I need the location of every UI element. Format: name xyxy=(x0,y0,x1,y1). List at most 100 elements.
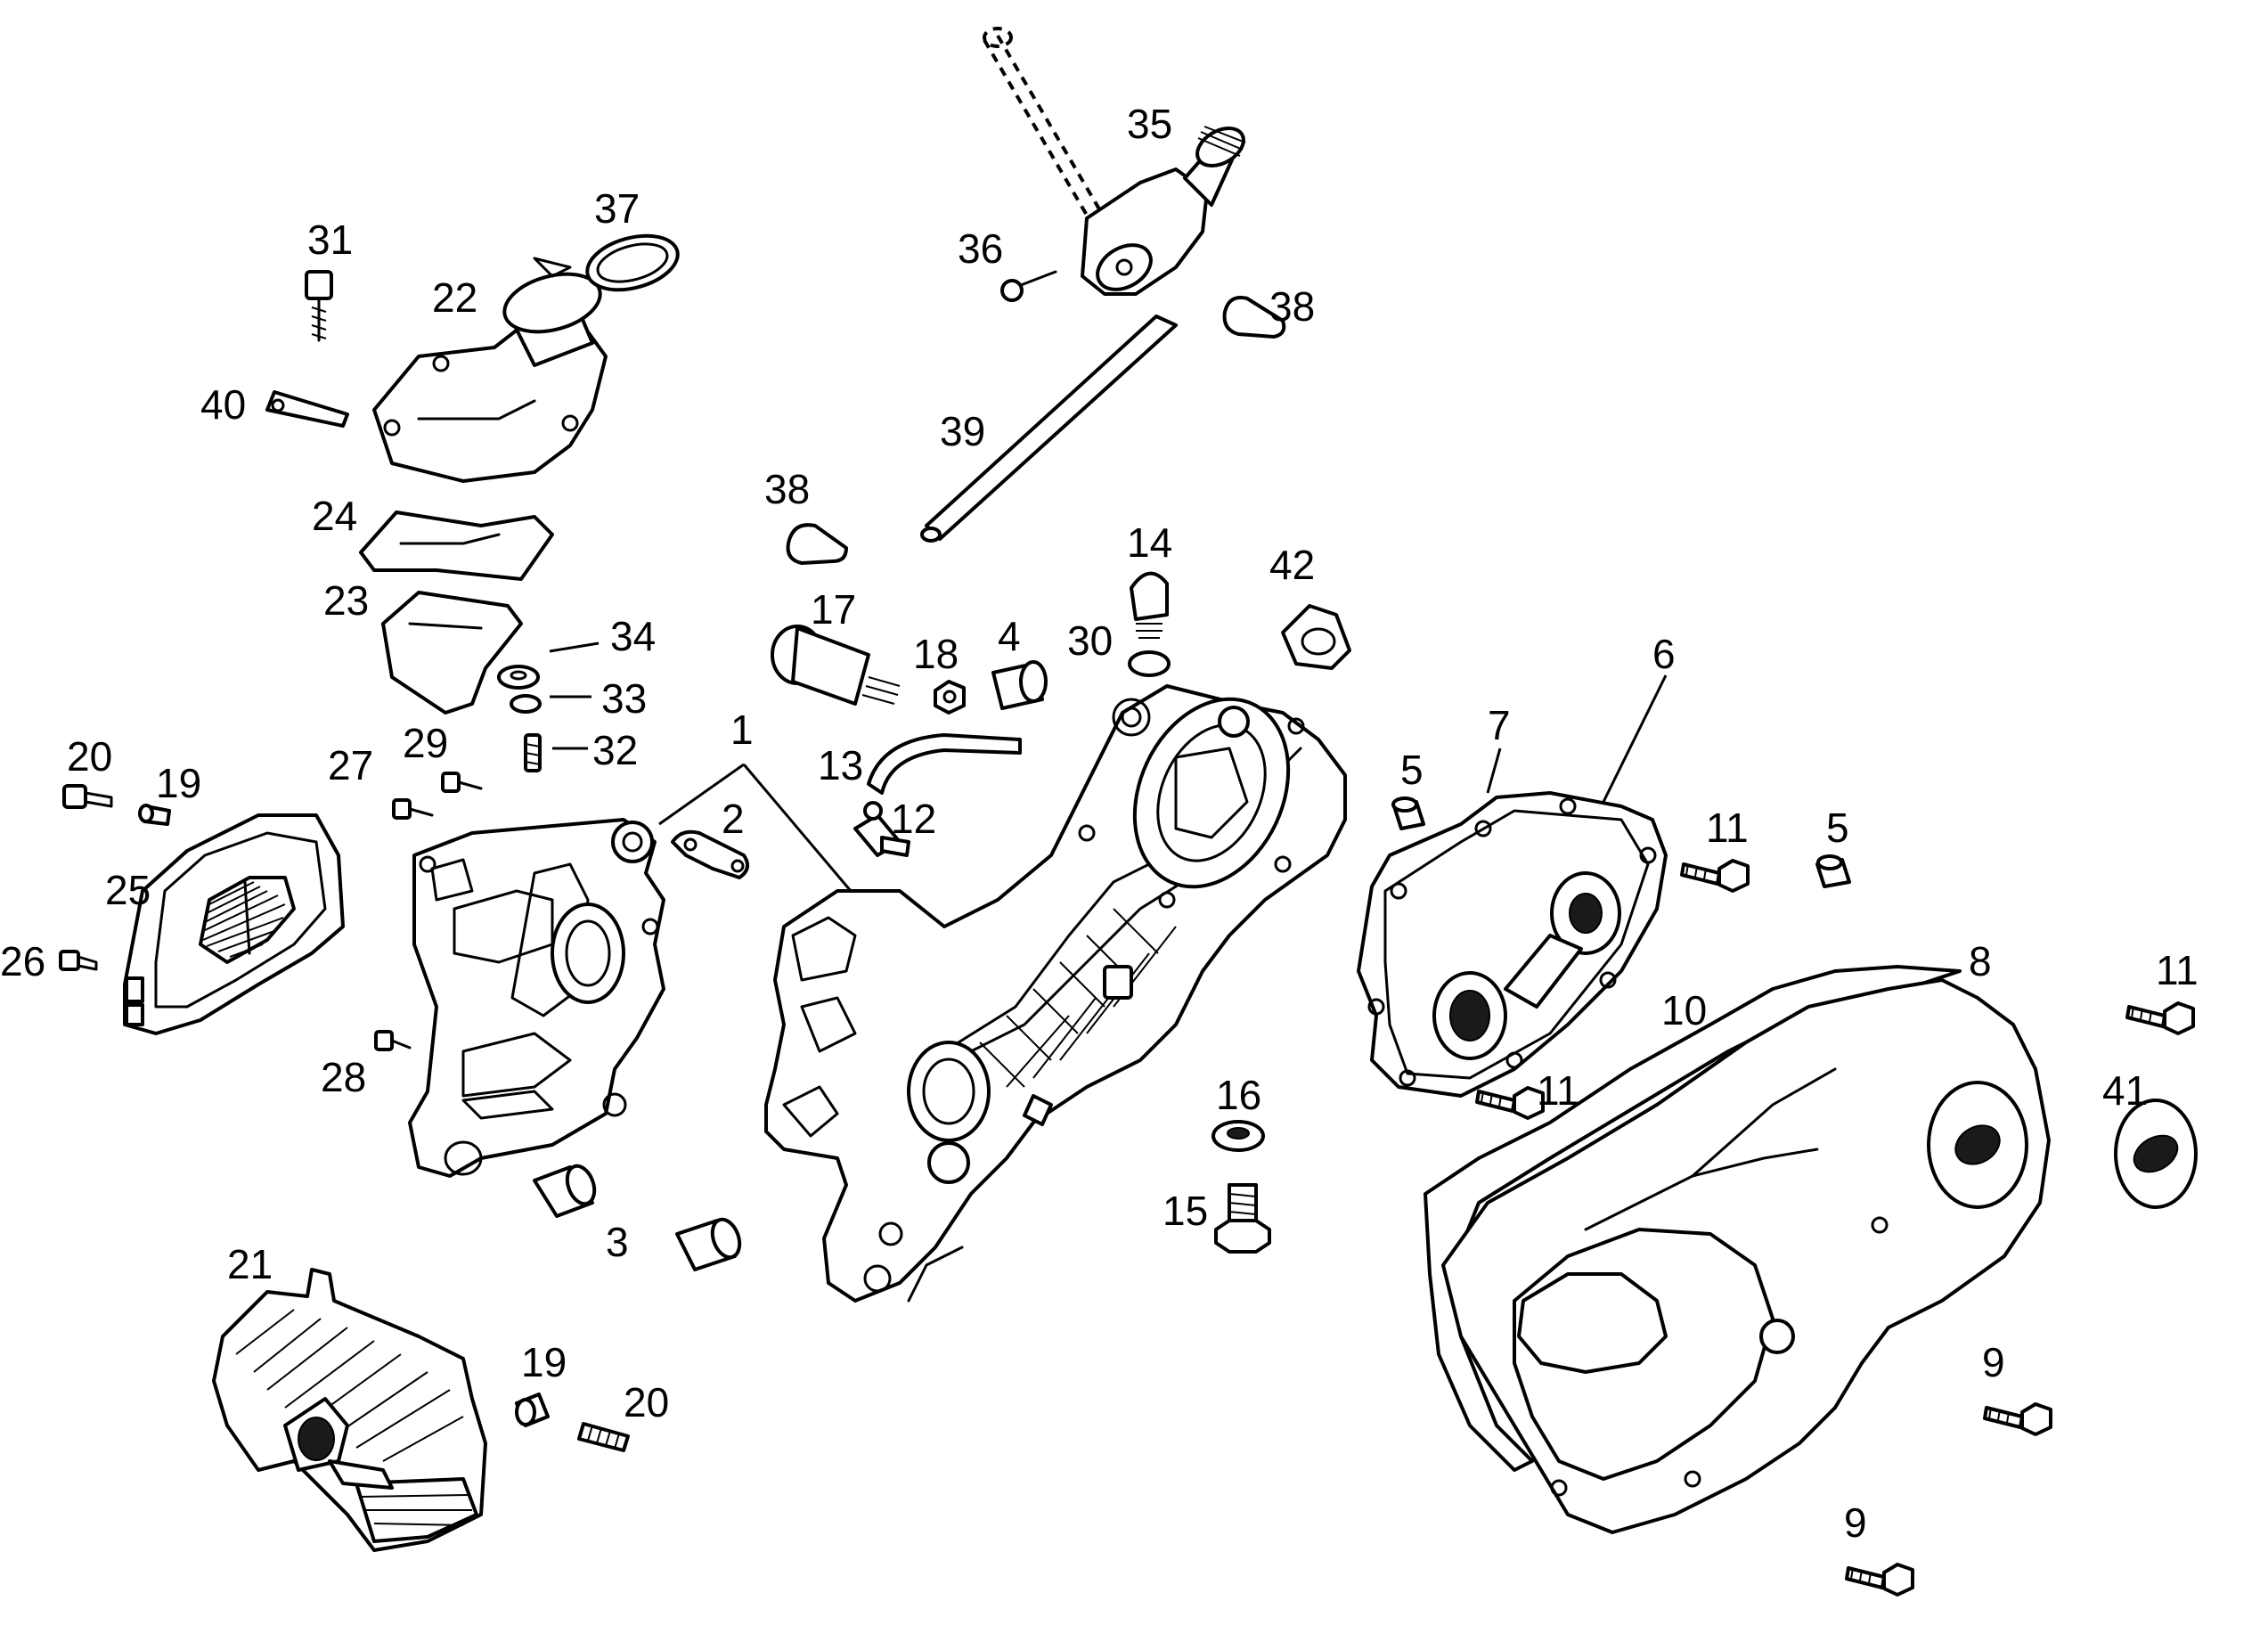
shaft-39-part xyxy=(920,314,1178,543)
callout-6: 6 xyxy=(1652,631,1676,677)
clamp-42-part xyxy=(1281,604,1351,670)
callout-3: 3 xyxy=(606,1219,629,1265)
bolt-9a-part xyxy=(1983,1402,2052,1436)
callout-4: 4 xyxy=(998,613,1021,659)
clutch-cover-8-part xyxy=(1441,978,2051,1534)
bolt-9b-part xyxy=(1845,1563,1914,1597)
plug-14-part xyxy=(1130,571,1169,639)
nut-18-part xyxy=(934,680,966,715)
callout-37: 37 xyxy=(594,185,640,232)
callout-13: 13 xyxy=(818,742,863,788)
bushing-3a-part xyxy=(533,1164,597,1218)
callout-30: 30 xyxy=(1067,617,1113,664)
hose-13-part xyxy=(867,733,1022,795)
callout-2: 2 xyxy=(722,796,745,842)
screw-32-part xyxy=(524,733,542,772)
dowel-5b-part xyxy=(1815,854,1851,888)
callout-34: 34 xyxy=(610,613,656,659)
bolt-26-part xyxy=(59,950,98,971)
cap-19-lower-part xyxy=(515,1393,550,1427)
callout-26: 26 xyxy=(0,938,45,984)
callout-36: 36 xyxy=(958,225,1003,272)
seal-16-part xyxy=(1212,1120,1265,1152)
callout-16: 16 xyxy=(1216,1072,1261,1118)
callout-14: 14 xyxy=(1127,519,1172,566)
oring-30-part xyxy=(1128,650,1171,677)
washer-34-part xyxy=(497,665,540,690)
fan-cover-25-part xyxy=(123,813,345,1035)
callout-29: 29 xyxy=(403,720,448,766)
callout-39: 39 xyxy=(940,408,985,454)
callout-20b: 20 xyxy=(624,1379,669,1425)
callout-19b: 19 xyxy=(521,1339,567,1385)
bolt-20-lower-part xyxy=(577,1422,630,1452)
callout-27: 27 xyxy=(328,742,373,788)
callout-22: 22 xyxy=(432,274,477,321)
callout-41: 41 xyxy=(2102,1067,2148,1114)
callout-38a: 38 xyxy=(1269,283,1315,330)
callout-5a: 5 xyxy=(1400,747,1424,793)
bracket-40-part xyxy=(265,390,349,428)
hose-clamp-part xyxy=(533,233,680,292)
bushing-3b-part xyxy=(675,1217,742,1271)
reed-valve-part xyxy=(381,591,523,715)
callout-33: 33 xyxy=(601,675,647,722)
callout-1: 1 xyxy=(730,707,754,753)
callout-17: 17 xyxy=(811,586,856,633)
screw-36-part xyxy=(1000,270,1057,302)
callout-32: 32 xyxy=(592,727,638,773)
gear-cover-6-part xyxy=(1357,791,1668,1098)
callout-23: 23 xyxy=(323,577,369,624)
gasket-24-part xyxy=(359,511,554,581)
bushing-4-part xyxy=(991,660,1048,710)
cylinder-shroud-21-part xyxy=(212,1268,487,1552)
right-crankcase-half-part xyxy=(764,684,1347,1303)
bolt-11b-part xyxy=(2125,1001,2195,1035)
callout-9b: 9 xyxy=(1844,1499,1867,1546)
callout-25: 25 xyxy=(105,867,151,913)
callout-10: 10 xyxy=(1661,987,1707,1033)
intake-manifold-part xyxy=(372,272,608,483)
bolt-29-part xyxy=(441,772,483,793)
bolt-11c-part xyxy=(1475,1086,1545,1120)
callout-20a: 20 xyxy=(67,733,112,780)
callout-18: 18 xyxy=(913,631,959,677)
leader-lines xyxy=(549,641,1668,892)
callout-11c: 11 xyxy=(1537,1067,1579,1114)
bolt-28-part xyxy=(374,1030,412,1051)
bolt-27-part xyxy=(392,798,434,820)
callout-38b: 38 xyxy=(764,466,810,512)
bolt-20-upper-part xyxy=(62,784,113,809)
cap-19-upper-part xyxy=(138,804,171,826)
clip-38-upper-part xyxy=(1222,296,1286,339)
clip-38-lower-part xyxy=(786,523,848,565)
dowel-5a-part xyxy=(1391,796,1425,830)
bolt-31-part xyxy=(305,270,333,342)
callout-11b: 11 xyxy=(2156,947,2199,993)
badge-41-part xyxy=(2114,1099,2198,1209)
callout-11a: 11 xyxy=(1706,805,1749,851)
callout-19a: 19 xyxy=(156,760,201,806)
callout-8: 8 xyxy=(1969,938,1992,984)
bracket-2-part xyxy=(671,829,749,879)
callout-12: 12 xyxy=(891,796,936,842)
callout-15: 15 xyxy=(1163,1188,1208,1234)
plug-15-part xyxy=(1214,1183,1271,1254)
callout-42: 42 xyxy=(1269,542,1315,588)
callout-21: 21 xyxy=(227,1241,273,1287)
callout-labels: 1 2 3 4 5 5 6 7 8 9 9 10 11 11 11 12 13 … xyxy=(0,101,2199,1546)
callout-5b: 5 xyxy=(1826,805,1849,851)
bolt-17-part xyxy=(771,625,901,706)
callout-28: 28 xyxy=(321,1054,366,1100)
callout-31: 31 xyxy=(307,216,353,263)
callout-7: 7 xyxy=(1488,702,1511,748)
callout-35: 35 xyxy=(1127,101,1172,147)
callout-9a: 9 xyxy=(1982,1339,2005,1385)
callout-40: 40 xyxy=(200,381,246,428)
bolt-11a-part xyxy=(1680,859,1750,893)
gasket-10-part xyxy=(1424,965,1962,1472)
fitting-12-part xyxy=(853,801,910,857)
left-crankcase-half-part xyxy=(408,818,665,1178)
speedo-drive-part xyxy=(983,27,1246,296)
